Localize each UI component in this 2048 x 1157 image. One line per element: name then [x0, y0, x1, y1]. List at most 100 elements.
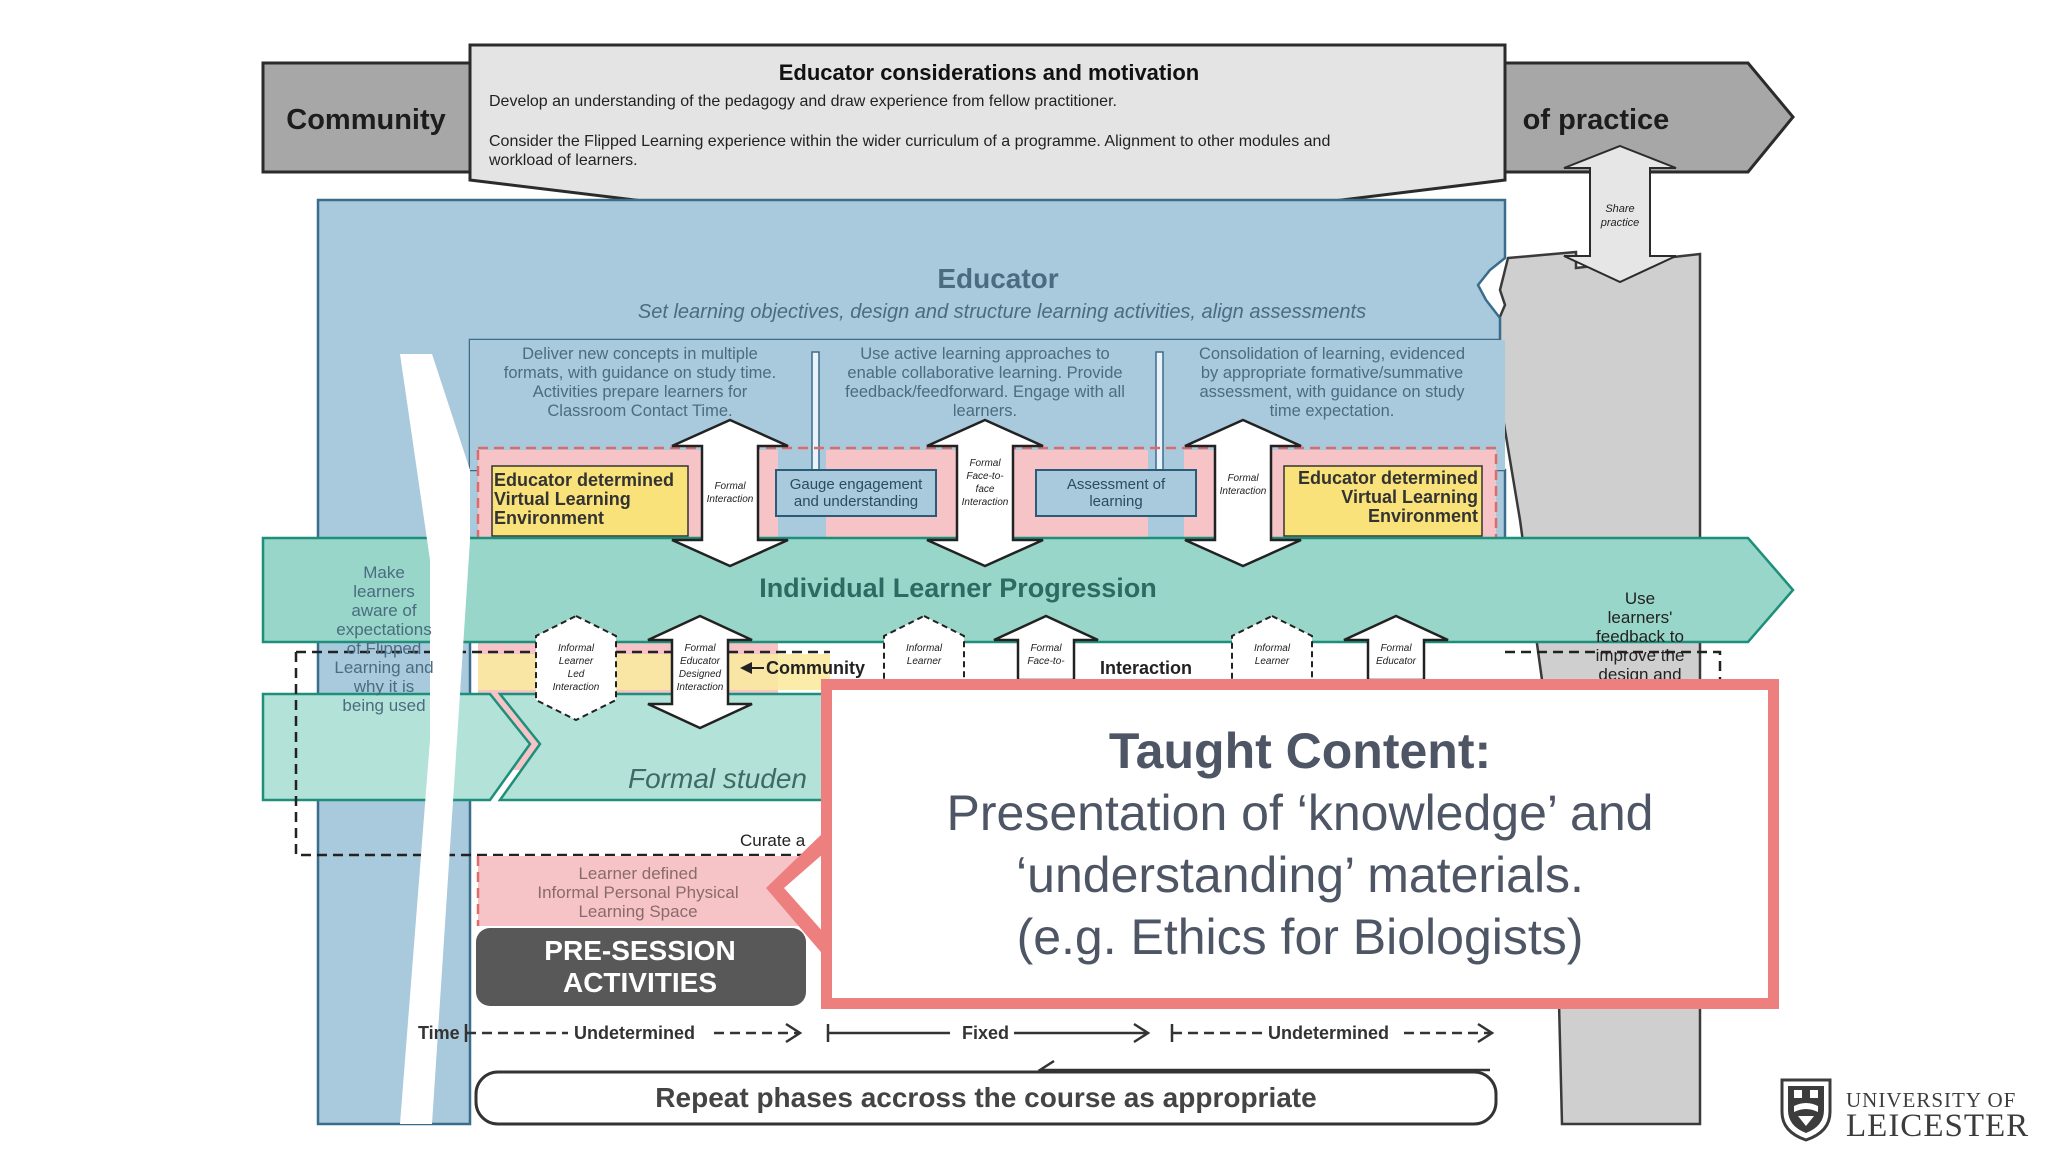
left-note-line: aware of	[351, 601, 416, 620]
left-note-line: being used	[342, 696, 425, 715]
hex-formal-1-line: Designed	[679, 669, 722, 680]
left-note-line: Make	[363, 563, 405, 582]
vle-left-line: Environment	[494, 508, 604, 528]
assessment-line: learning	[1089, 493, 1142, 510]
hex-informal-1-line: Interaction	[553, 682, 600, 693]
pre-session-line: PRE-SESSION	[544, 935, 735, 966]
share-practice-arrow-icon	[1563, 144, 1677, 284]
formal-interaction-2-line: Formal	[969, 458, 1001, 469]
vle-left-box	[491, 465, 689, 537]
right-note-line: feedback to	[1596, 627, 1684, 646]
vle-right-line: Virtual Learning	[1341, 487, 1478, 507]
formal-interaction-2-line: Interaction	[962, 497, 1009, 508]
educator-col2-line: feedback/feedforward. Engage with all	[845, 383, 1125, 401]
educator-col1: Deliver new concepts in multiple formats…	[504, 345, 776, 420]
formal-interaction-1-line: Formal	[714, 481, 746, 492]
banner-right-label: of practice	[1523, 104, 1670, 136]
educator-col2-line: enable collaborative learning. Provide	[847, 364, 1122, 382]
hex-informal-2-line: Learner	[907, 656, 942, 667]
vle-right-line: Environment	[1368, 506, 1478, 526]
learner-space-line: Informal Personal Physical	[537, 883, 738, 902]
educator-col3-line: time expectation.	[1270, 402, 1395, 420]
learner-space-line: Learning Space	[578, 902, 697, 921]
educator-title: Educator	[937, 263, 1058, 294]
formal-interaction-3-line: Interaction	[1220, 486, 1267, 497]
right-note-line: learners'	[1608, 608, 1673, 627]
university-logo: UNIVERSITY OF LEICESTER	[1780, 1078, 2030, 1144]
white-chevron	[400, 354, 470, 1124]
gauge-line: Gauge engagement	[790, 476, 923, 493]
callout-pointer-inner	[784, 846, 832, 942]
callout-title: Taught Content:	[1108, 723, 1492, 779]
educator-col1-line: Classroom Contact Time.	[547, 402, 732, 420]
banner-title: Educator considerations and motivation	[779, 60, 1200, 85]
banner-line2b: workload of learners.	[488, 152, 638, 169]
hex-formal-2-line: Face-to-	[1027, 656, 1065, 667]
educator-col2: Use active learning approaches to enable…	[845, 345, 1125, 420]
educator-col1-line: formats, with guidance on study time.	[504, 364, 776, 382]
educator-col-divider	[811, 351, 820, 473]
hex-formal-1-line: Interaction	[677, 682, 724, 693]
repeat-pill	[474, 1070, 1498, 1126]
hex-informal-1: Informal Learner Led Interaction	[535, 614, 617, 722]
vle-left-line: Virtual Learning	[494, 489, 631, 509]
time-arrow-head-1	[785, 1022, 803, 1044]
educator-col3-line: Consolidation of learning, evidenced	[1199, 345, 1465, 363]
hex-informal-2: Informal Learner	[883, 614, 965, 681]
university-name-line2: LEICESTER	[1846, 1108, 2030, 1144]
vle-right-line: Educator determined	[1298, 468, 1478, 488]
time-arrow-head-2	[1133, 1022, 1151, 1044]
hex-formal-3-line: Educator	[1376, 656, 1417, 667]
left-note-line: why it is	[353, 677, 414, 696]
educator-col2-line: learners.	[953, 402, 1017, 420]
formal-interaction-3-line: Formal	[1227, 473, 1259, 484]
right-note-line: improve the	[1596, 646, 1685, 665]
hex-informal-2-line: Informal	[906, 643, 943, 654]
formal-interaction-arrow-2: Formal Face-to- face Interaction	[926, 418, 1044, 568]
hex-formal-1: Formal Educator Designed Interaction	[647, 614, 753, 730]
vle-left-line: Educator determined	[494, 470, 674, 490]
hex-informal-1-line: Led	[568, 669, 585, 680]
educator-col3-line: by appropriate formative/summative	[1201, 364, 1463, 382]
timeline-fixed: Fixed	[962, 1023, 1009, 1043]
hex-formal-1-line: Educator	[680, 656, 721, 667]
community-arrow-icon	[740, 662, 752, 674]
timeline-undetermined-1: Undetermined	[574, 1023, 695, 1043]
pre-session-box	[476, 928, 806, 1006]
progression-arrow	[261, 536, 1795, 644]
educator-col1-line: Activities prepare learners for	[533, 383, 748, 401]
hex-informal-1-line: Informal	[558, 643, 595, 654]
interaction-label: Interaction	[1100, 658, 1192, 678]
assessment-line: Assessment of	[1067, 476, 1166, 493]
right-note-line: Use	[1625, 589, 1655, 608]
assessment-box	[1035, 469, 1197, 517]
gauge-line: and understanding	[794, 493, 918, 510]
curate-label: Curate a	[740, 831, 806, 850]
share-practice-line2: practice	[1600, 217, 1640, 229]
left-note: Make learners aware of expectations of F…	[334, 563, 433, 715]
formal-interaction-arrow-3: Formal Interaction	[1184, 418, 1302, 568]
repeat-label: Repeat phases accross the course as appr…	[655, 1082, 1316, 1113]
educator-subtitle: Set learning objectives, design and stru…	[638, 301, 1366, 323]
educator-col3: Consolidation of learning, evidenced by …	[1199, 345, 1465, 420]
formal-interaction-1-line: Interaction	[707, 494, 754, 505]
learner-space-line: Learner defined	[578, 864, 697, 883]
taught-content-callout: Taught Content: Presentation of ‘knowled…	[821, 679, 1779, 1009]
time-arrow-head-3	[1477, 1022, 1495, 1044]
community-label: Community	[766, 658, 865, 678]
progression-label: Individual Learner Progression	[759, 573, 1157, 603]
callout-line: Presentation of ‘knowledge’ and	[946, 785, 1654, 841]
educator-col1-line: Deliver new concepts in multiple	[522, 345, 758, 363]
educator-col2-line: Use active learning approaches to	[860, 345, 1109, 363]
callout-line: ‘understanding’ materials.	[1016, 847, 1584, 903]
educator-col3-line: assessment, with guidance on study	[1199, 383, 1465, 401]
share-practice-line1: Share	[1605, 203, 1634, 215]
formal-interaction-2-line: Face-to-	[966, 471, 1004, 482]
timeline-undetermined-2: Undetermined	[1268, 1023, 1389, 1043]
hex-informal-3-line: Informal	[1254, 643, 1291, 654]
left-note-line: expectations	[336, 620, 431, 639]
community-dashed-region	[294, 650, 1722, 857]
callout-line: (e.g. Ethics for Biologists)	[1016, 909, 1584, 965]
banner-line1: Develop an understanding of the pedagogy…	[489, 93, 1117, 110]
